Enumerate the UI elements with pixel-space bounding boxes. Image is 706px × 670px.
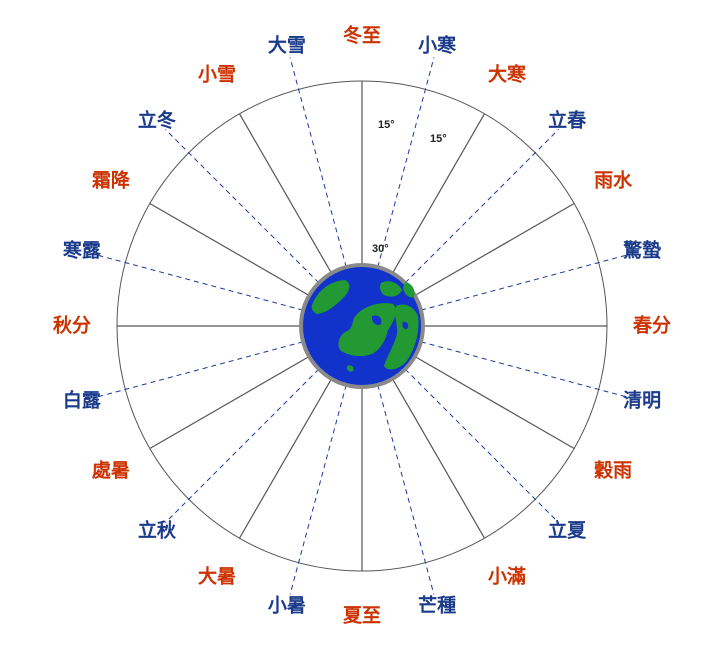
- solar-term-label: 驚蟄: [622, 238, 661, 261]
- solar-term-label: 芒種: [418, 594, 456, 617]
- spoke-solid: [414, 202, 575, 297]
- solar-term-label: 清明: [623, 389, 661, 412]
- spoke-solid: [149, 202, 310, 297]
- spoke-dashed: [420, 341, 631, 399]
- solar-term-label: 小暑: [268, 595, 306, 617]
- spoke-dashed: [404, 129, 559, 284]
- globe-land: [311, 280, 419, 372]
- solar-term-label: 霜降: [91, 169, 131, 192]
- solar-term-label: 白露: [63, 389, 102, 412]
- solar-term-label: 秋分: [53, 314, 91, 337]
- solar-term-label: 大寒: [488, 62, 526, 85]
- spoke-dashed: [93, 253, 304, 311]
- degree-label-15-upper: 15°: [378, 119, 395, 131]
- spoke-dashed: [377, 57, 435, 268]
- spokes: [93, 57, 631, 595]
- solar-term-label: 小寒: [418, 33, 456, 56]
- degree-label-30: 30°: [372, 243, 389, 255]
- spoke-solid: [391, 378, 486, 539]
- solar-term-label: 雨水: [594, 170, 633, 192]
- spoke-dashed: [289, 57, 347, 268]
- solar-term-label: 夏至: [343, 605, 381, 627]
- spoke-dashed: [420, 253, 631, 311]
- spoke-dashed: [377, 384, 435, 595]
- spoke-dashed: [93, 341, 304, 399]
- solar-term-label: 立秋: [138, 519, 177, 542]
- solar-term-label: 立夏: [548, 519, 587, 542]
- solar-term-label: 穀雨: [594, 460, 632, 482]
- spoke-dashed: [165, 368, 320, 523]
- solar-term-label: 大雪: [268, 33, 306, 56]
- spoke-dashed: [404, 368, 559, 523]
- degree-label-15-lower: 15°: [430, 133, 447, 145]
- solar-term-label: 處暑: [92, 460, 130, 482]
- solar-term-label: 大暑: [198, 565, 236, 588]
- solar-term-label: 冬至: [343, 24, 381, 47]
- solar-term-label: 小雪: [198, 63, 236, 85]
- spoke-solid: [238, 378, 333, 539]
- spoke-solid: [391, 113, 486, 274]
- solar-term-label: 立冬: [138, 108, 176, 131]
- solar-term-label: 立春: [548, 108, 586, 131]
- solar-term-label: 小滿: [488, 565, 526, 588]
- solar-term-label: 寒露: [63, 238, 102, 261]
- spoke-solid: [238, 113, 333, 274]
- spoke-solid: [414, 355, 575, 450]
- globe: [299, 263, 425, 389]
- spoke-solid: [149, 355, 310, 450]
- solar-term-label: 春分: [633, 314, 671, 337]
- spoke-dashed: [165, 129, 320, 284]
- spoke-dashed: [289, 384, 347, 595]
- globe-ocean-details: [371, 315, 409, 330]
